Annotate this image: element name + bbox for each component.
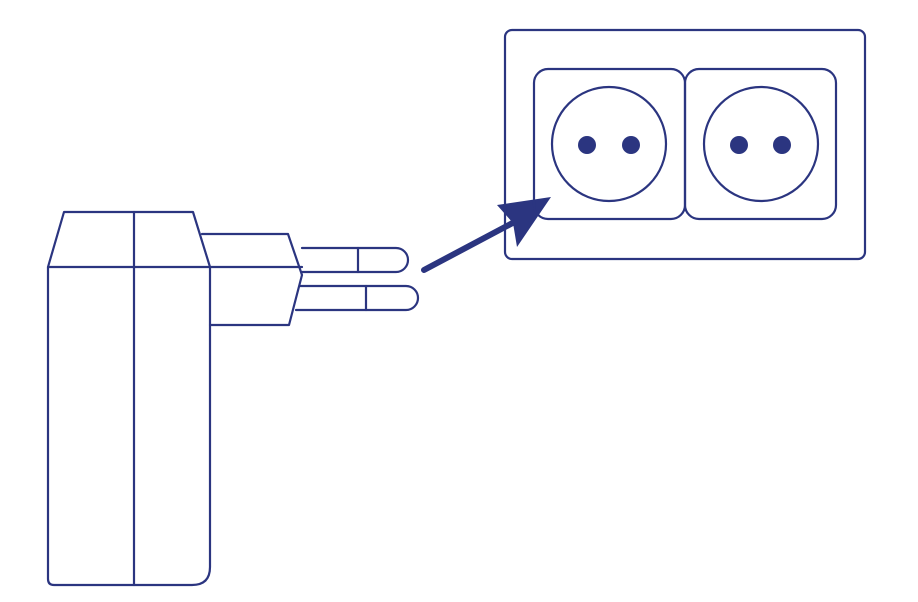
socket-outlet-right-ring [702,85,820,203]
plug-neck [200,232,304,327]
socket-hole-icon [622,136,640,154]
socket-hole-icon [578,136,596,154]
socket-frame [503,28,867,261]
plug-pin-upper [300,246,410,274]
socket-outlet-right-plate [683,67,838,221]
socket-outlet-left-plate [532,67,687,221]
socket-hole-icon [773,136,791,154]
adapter-body [46,210,212,587]
arrow-shaft [421,215,525,273]
plug-pin-lower [294,284,420,312]
socket-outlet-left [532,67,687,221]
socket-outlet-right [683,67,838,221]
power-plug-adapter-icon [46,210,420,587]
double-wall-socket-icon [503,28,867,261]
socket-outlet-left-ring [550,85,668,203]
arrow-head [497,197,551,247]
socket-hole-icon [730,136,748,154]
